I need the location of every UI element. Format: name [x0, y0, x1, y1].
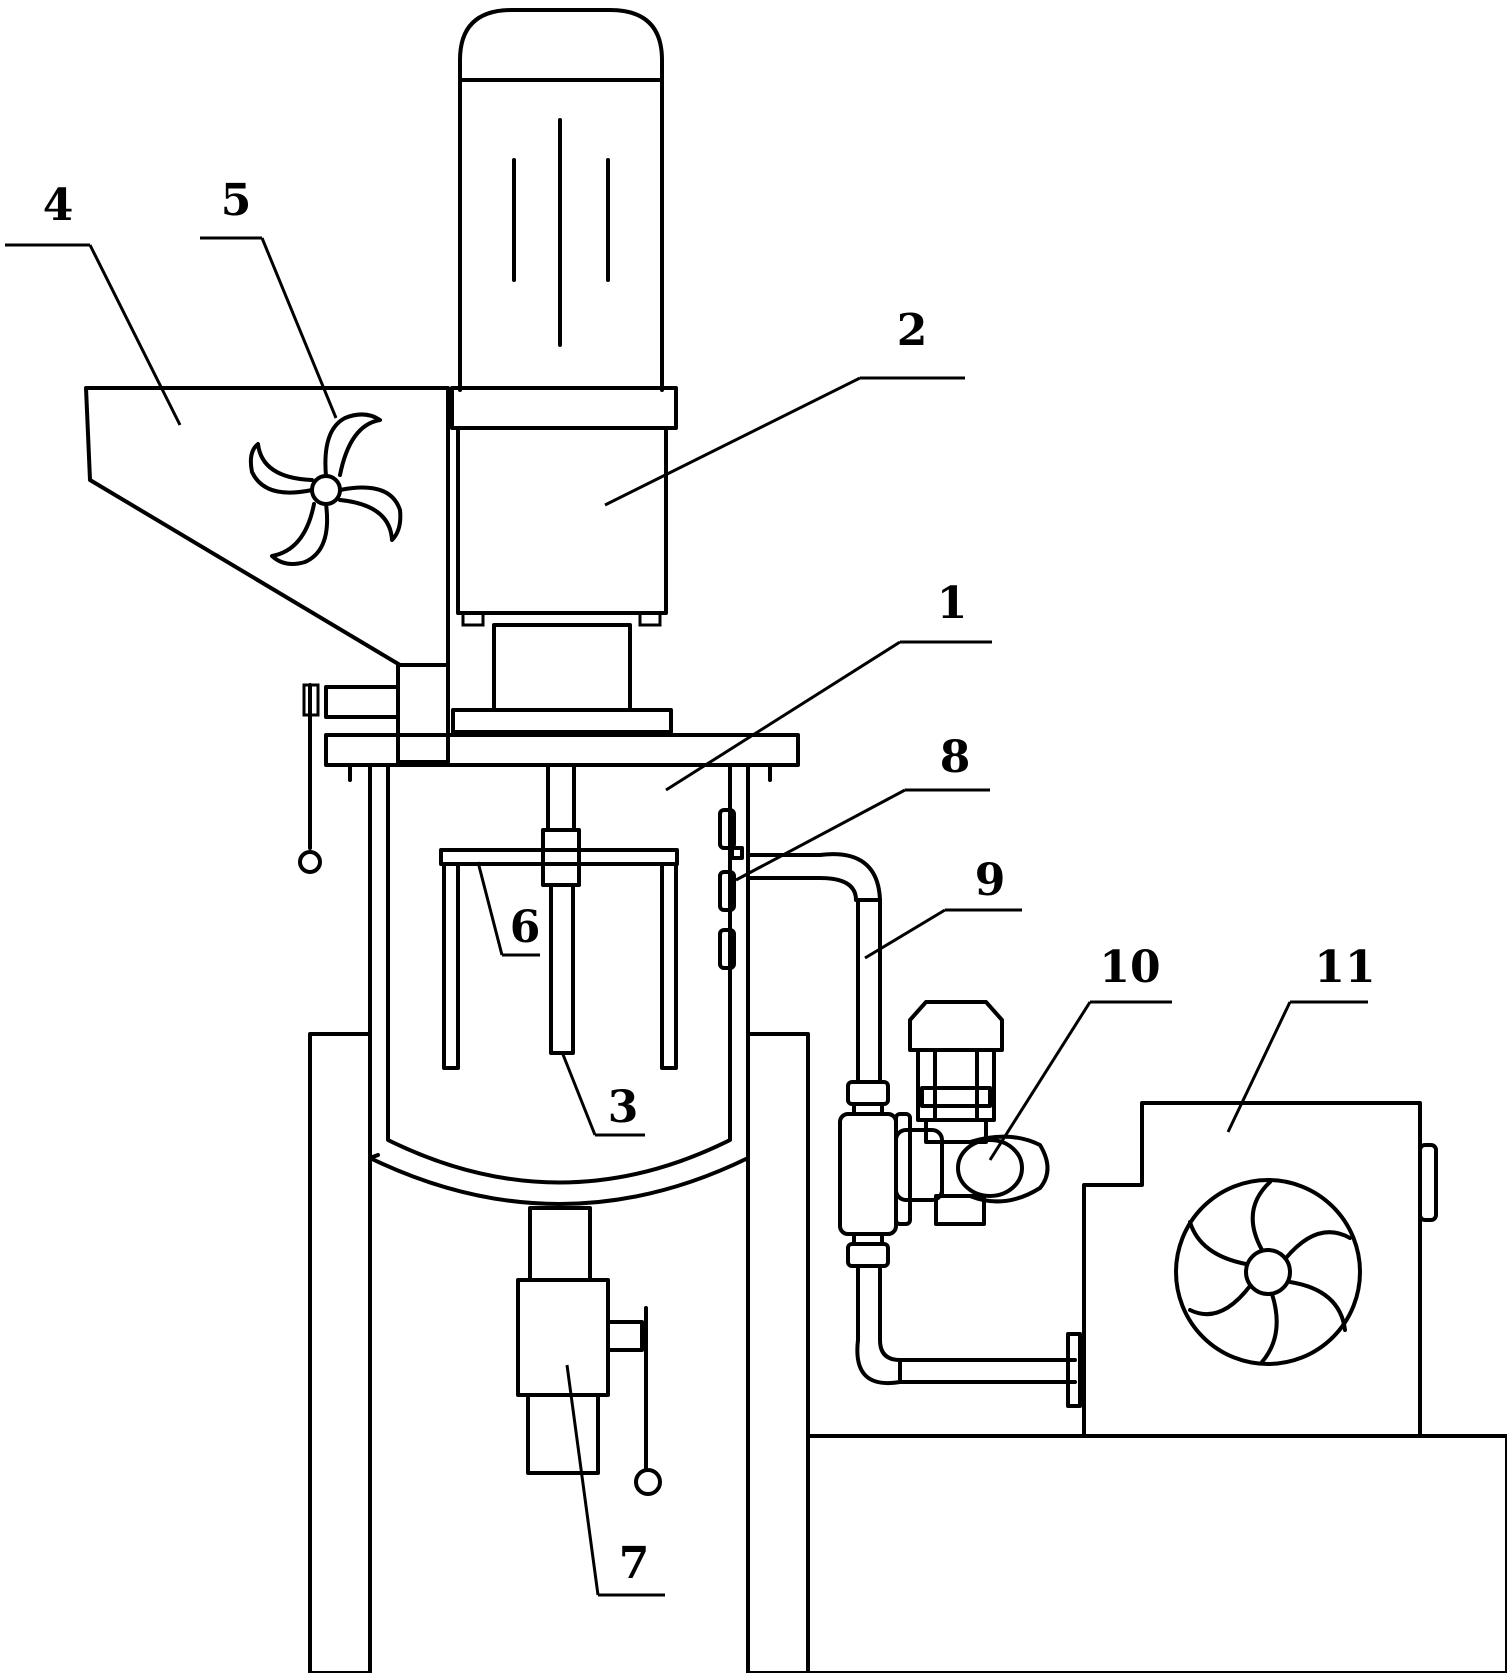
- agitator: [439, 763, 679, 1070]
- label-11: 11: [1314, 942, 1375, 993]
- label-4: 4: [43, 180, 74, 231]
- label-8: 8: [940, 732, 971, 783]
- drain-valve: [516, 1278, 662, 1496]
- pump: [894, 1000, 1050, 1226]
- callout-labels: 4 5 2 1 8 9 10 11 6 3 7: [43, 175, 1376, 1589]
- label-6: 6: [510, 902, 541, 953]
- hopper-fan: [248, 412, 403, 566]
- machine-fan: [1174, 1178, 1362, 1366]
- label-2: 2: [897, 305, 928, 356]
- motor: [458, 8, 664, 392]
- pipe: [746, 852, 1082, 1408]
- support-frame: [308, 1032, 1507, 1673]
- label-5: 5: [221, 175, 252, 226]
- level-gauge: [718, 808, 744, 970]
- label-1: 1: [937, 578, 968, 629]
- label-10: 10: [1099, 942, 1160, 993]
- leader-lines: [5, 236, 1368, 1597]
- label-3: 3: [608, 1082, 639, 1133]
- gearbox: [450, 386, 678, 734]
- label-9: 9: [975, 855, 1006, 906]
- label-7: 7: [619, 1538, 650, 1589]
- hopper: [84, 386, 450, 874]
- machine-housing: [1082, 1101, 1438, 1438]
- tank: [324, 733, 800, 1282]
